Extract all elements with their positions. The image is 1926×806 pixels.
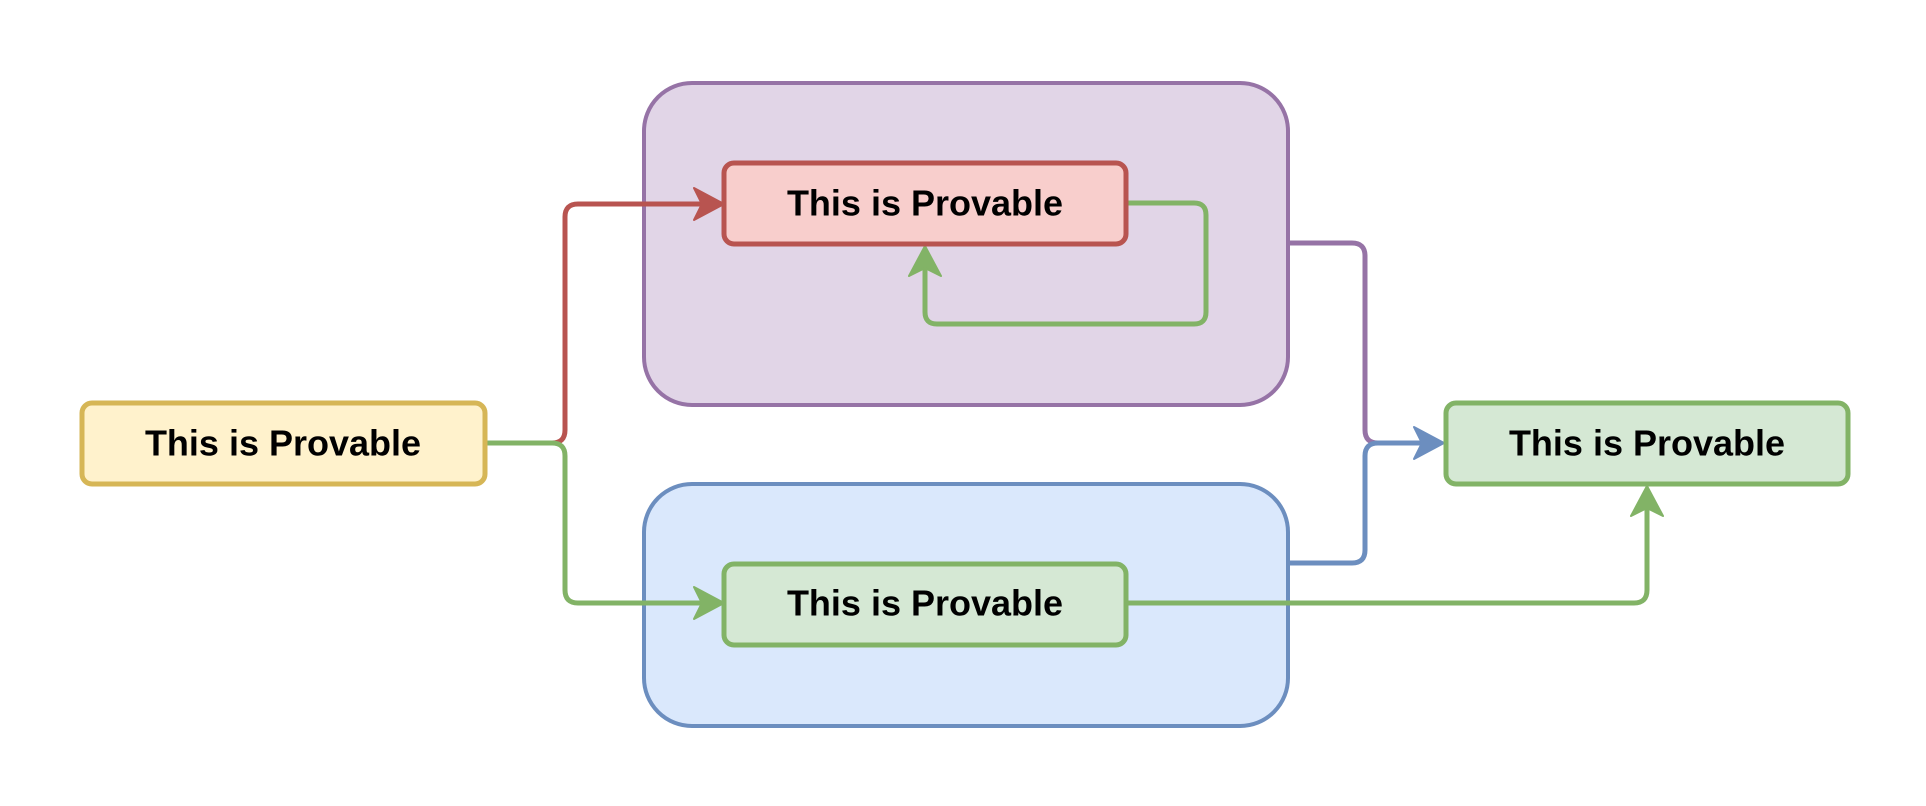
upper-inner-node-label: This is Provable — [787, 183, 1063, 224]
arrowhead-self-loop — [908, 245, 942, 277]
edge-lower-node-to-target — [1126, 498, 1650, 606]
lower-inner-node-label: This is Provable — [787, 583, 1063, 624]
source-node-label: This is Provable — [145, 423, 421, 464]
edge-self-loop — [922, 200, 1209, 327]
target-node: This is Provable — [1443, 400, 1851, 487]
arrowhead-target-left — [1413, 426, 1445, 460]
edge-source-to-lower-node — [487, 440, 712, 606]
arrowhead-lower-node — [693, 586, 725, 620]
upper-inner-node: This is Provable — [721, 160, 1129, 247]
lower-inner-node: This is Provable — [721, 561, 1129, 648]
arrowhead-upper-node — [693, 187, 725, 221]
source-node: This is Provable — [79, 400, 488, 487]
edge-upper-container-to-target — [1288, 240, 1420, 446]
target-node-label: This is Provable — [1509, 423, 1785, 464]
arrowhead-target-bottom — [1630, 485, 1664, 517]
edge-lower-container-to-target — [1288, 440, 1432, 566]
